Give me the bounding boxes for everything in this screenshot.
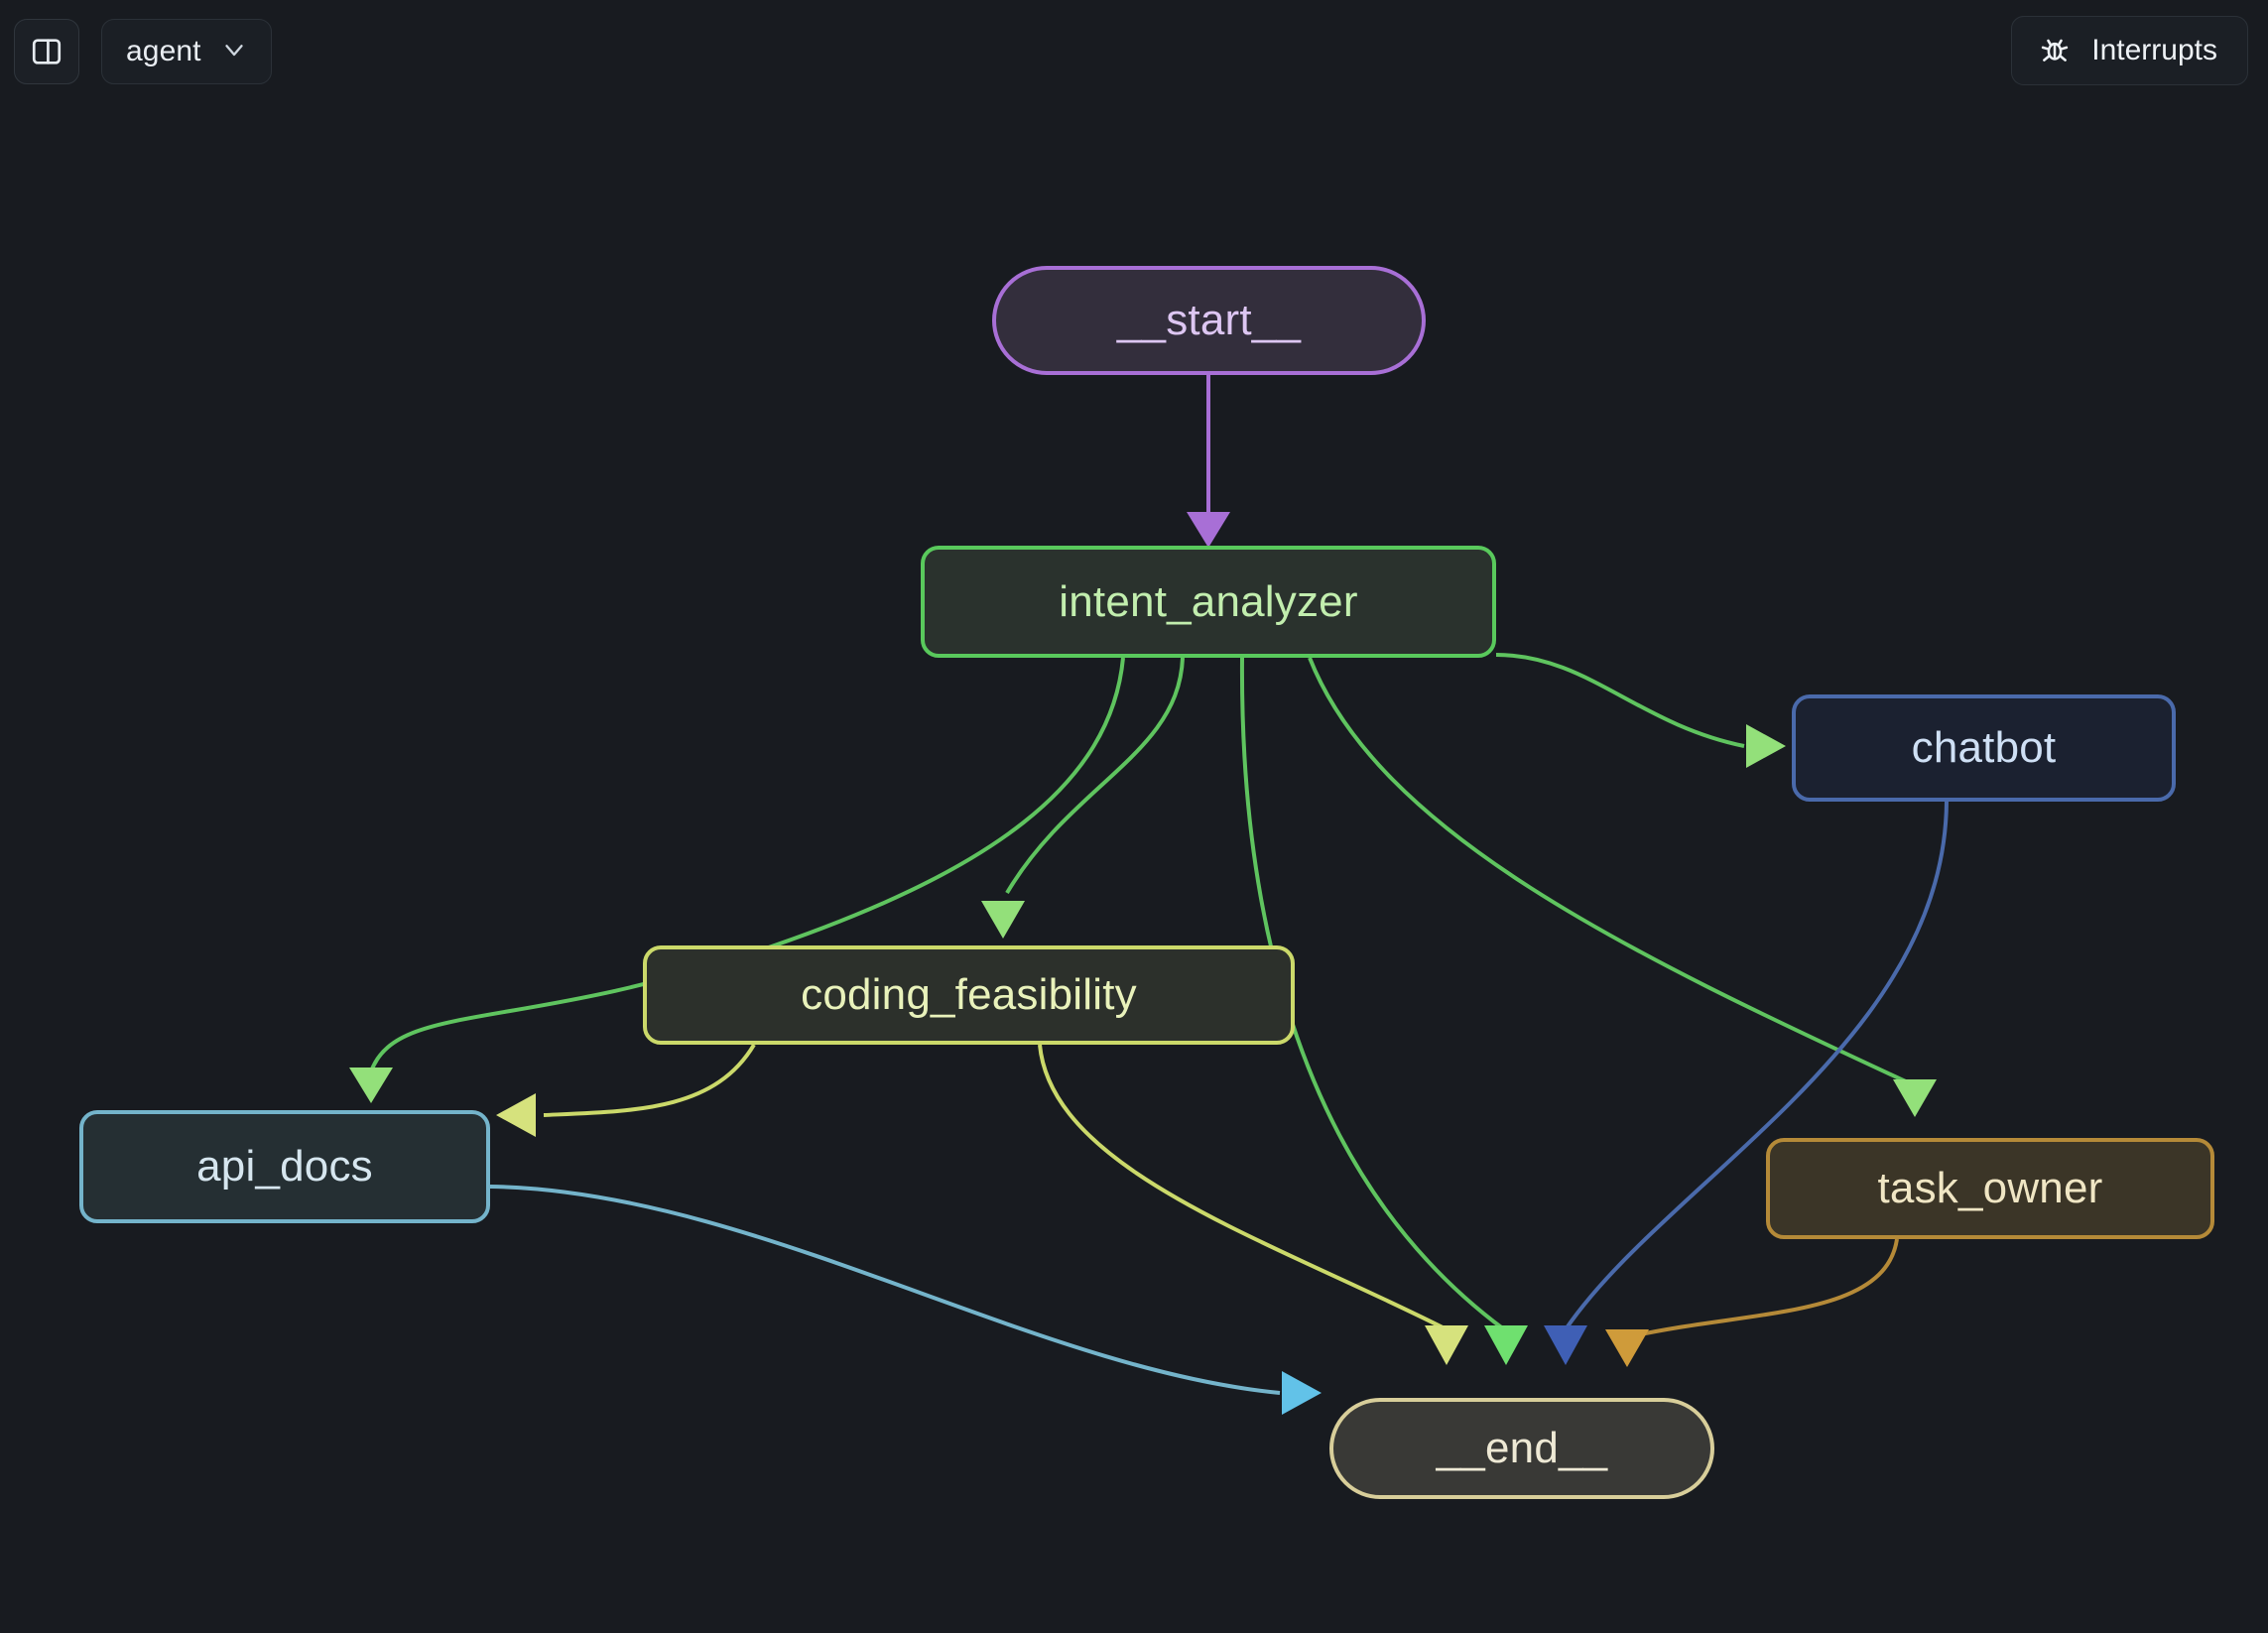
graph-node-start[interactable]: __start__ [992, 266, 1426, 375]
graph-node-api-docs[interactable]: api_docs [79, 1110, 490, 1223]
graph-node-intent-analyzer[interactable]: intent_analyzer [921, 546, 1496, 658]
edge-coding-feasibility-to-end [1038, 1044, 1468, 1365]
edge-task-owner-to-end [1605, 1238, 1899, 1367]
graph-node-chatbot[interactable]: chatbot [1792, 694, 2176, 802]
edge-coding-feasibility-to-api-docs [496, 1043, 756, 1137]
graph-node-label: chatbot [1911, 723, 2057, 772]
chevron-down-icon [219, 35, 249, 69]
top-toolbar: agent Interrupts [0, 0, 2268, 109]
panel-left-icon [30, 35, 63, 68]
sidebar-toggle-button[interactable] [14, 19, 79, 84]
graph-node-label: coding_feasibility [801, 970, 1137, 1019]
agent-select-label: agent [126, 35, 201, 67]
graph-node-label: __end__ [1436, 1424, 1608, 1472]
agent-select[interactable]: agent [101, 19, 272, 84]
interrupts-button[interactable]: Interrupts [2011, 16, 2248, 85]
graph-node-label: intent_analyzer [1059, 576, 1358, 626]
edge-start-to-intent-analyzer [1187, 375, 1230, 548]
graph-node-coding-feasibility[interactable]: coding_feasibility [643, 945, 1295, 1045]
edge-api-docs-to-end [489, 1185, 1322, 1415]
graph-node-label: api_docs [196, 1142, 373, 1191]
edge-intent-analyzer-to-task-owner [1308, 657, 1937, 1117]
graph-node-label: __start__ [1116, 296, 1302, 344]
graph-node-task-owner[interactable]: task_owner [1766, 1138, 2214, 1239]
interrupts-label: Interrupts [2091, 34, 2217, 66]
edge-chatbot-to-end [1544, 801, 1949, 1365]
edge-intent-analyzer-to-coding-feasibility [981, 657, 1185, 939]
bug-icon [2038, 32, 2072, 70]
graph-node-label: task_owner [1877, 1164, 2103, 1212]
graph-node-end[interactable]: __end__ [1329, 1398, 1714, 1499]
edge-intent-analyzer-to-chatbot [1495, 653, 1786, 768]
